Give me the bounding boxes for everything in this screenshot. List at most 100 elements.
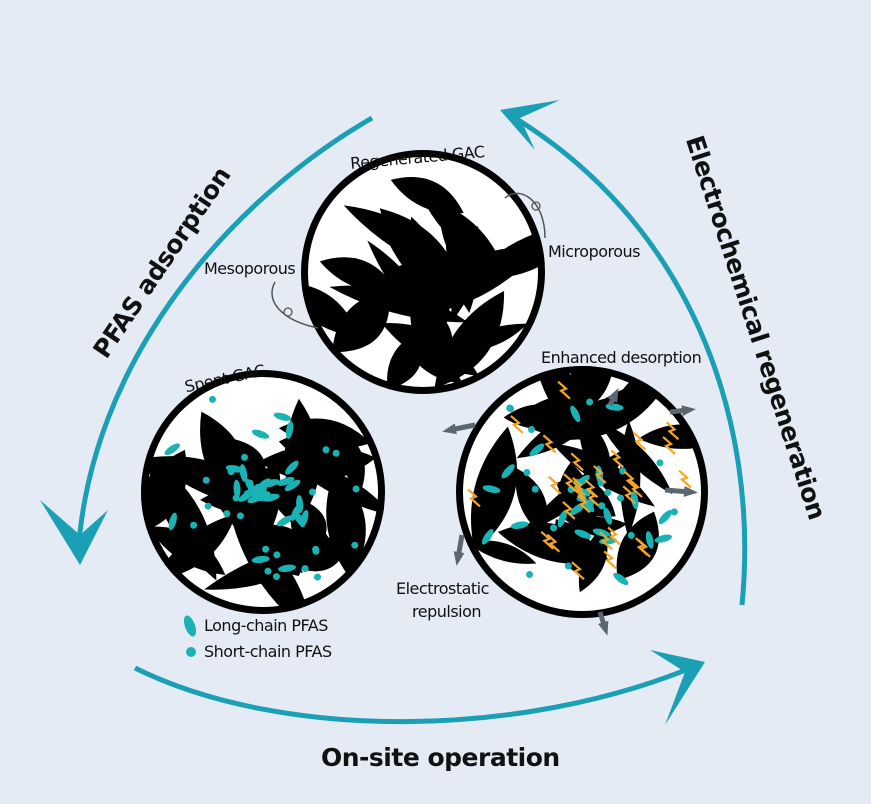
short-chain-pfas (656, 459, 664, 467)
lightning-icon (563, 473, 577, 492)
lightning-icon (577, 494, 591, 514)
carbon-fragment (467, 540, 537, 564)
desorption-arrowhead (607, 387, 619, 403)
short-chain-pfas (604, 489, 612, 497)
carbon-fragment (515, 468, 548, 537)
lightning-icon (467, 488, 481, 508)
long-chain-pfas-icon (183, 615, 197, 637)
lightning-icon (557, 380, 571, 400)
lightning-icon (572, 481, 587, 500)
lightning-icon (570, 452, 584, 472)
mesoporous-label: Mesoporous (204, 259, 296, 278)
long-chain-pfas (654, 534, 672, 543)
microporous-label: Microporous (548, 242, 641, 261)
long-chain-pfas (557, 510, 567, 528)
long-chain-pfas (285, 421, 294, 439)
long-chain-pfas (569, 503, 585, 516)
long-chain-pfas (278, 564, 296, 572)
long-chain-pfas (501, 464, 515, 479)
long-chain-pfas (251, 555, 270, 564)
long-chain-pfas (168, 512, 177, 531)
short-chain-pfas (617, 494, 625, 502)
short-chain-pfas (351, 541, 359, 549)
short-chain-pfas (314, 573, 322, 581)
short-chain-pfas (202, 476, 210, 484)
lightning-icon (562, 501, 576, 520)
lightning-icon (542, 434, 557, 454)
short-chain-pfas (262, 545, 270, 553)
lightning-icon (599, 531, 613, 551)
short-chain-pfas (301, 565, 309, 573)
lightning-icon (632, 431, 647, 451)
desorption-arrowhead (683, 486, 698, 497)
short-chain-pfas (272, 573, 280, 581)
long-chain-pfas (239, 464, 248, 482)
lightning-icon (637, 538, 651, 558)
carbon-fragment (367, 240, 446, 346)
carbon-fragment (434, 291, 505, 389)
short-chain-pfas (312, 545, 320, 553)
lightning-icon (622, 485, 636, 505)
long-chain-pfas (285, 460, 299, 475)
carbon-fragment (439, 186, 465, 269)
decorations (442, 387, 698, 636)
long-chain-pfas (284, 479, 301, 491)
short-chain-pfas (627, 531, 635, 539)
long-chain-pfas (570, 405, 581, 423)
lightning-icon (678, 469, 692, 489)
lightning-icon (571, 561, 585, 581)
desorption-arrowhead (442, 423, 457, 435)
adsorption-arrow (75, 115, 374, 556)
lightning-icon (585, 487, 600, 507)
short-chain-pfas (586, 398, 594, 406)
carbon-fragment (598, 421, 673, 495)
long-chain-pfas (251, 429, 270, 439)
carbon-fragment (423, 246, 528, 293)
desorption-arrowhead (598, 620, 609, 636)
long-chain-pfas (233, 479, 241, 498)
long-chain-pfas (482, 485, 501, 494)
short-chain-pfas (598, 502, 606, 510)
carbon-fragment (278, 433, 351, 465)
lightning-icon (610, 449, 625, 469)
short-chain-pfas (670, 508, 678, 516)
short-chain-pfas (227, 468, 235, 476)
carbon-fragment (407, 351, 463, 384)
short-chain-pfas (308, 488, 316, 496)
short-chain-pfas (322, 446, 330, 454)
short-chain-pfas (527, 426, 535, 434)
long-chain-pfas (277, 476, 295, 486)
short-chain-pfas (257, 487, 265, 495)
long-chain-pfas (273, 412, 292, 421)
legend-long-chain: Long-chain PFAS (204, 616, 328, 635)
long-chain-pfas (605, 403, 624, 411)
carbon-fragment (332, 290, 390, 353)
long-chain-pfas (603, 507, 613, 525)
long-chain-pfas (658, 510, 672, 525)
short-chain-pfas (204, 502, 212, 510)
lightning-icon (603, 550, 617, 570)
short-chain-pfas (531, 485, 539, 493)
short-chain-pfas (241, 453, 249, 461)
lightning-icon (546, 533, 561, 553)
short-chain-pfas (236, 512, 244, 520)
microporous-callout (504, 192, 546, 239)
legend-short-chain: Short-chain PFAS (204, 642, 332, 661)
short-chain-pfas (264, 567, 272, 575)
on-site-operation-label: On-site operation (321, 743, 560, 772)
carbon-fragment (204, 538, 341, 590)
long-chain-pfas (645, 531, 654, 549)
long-chain-pfas (510, 521, 529, 529)
short-chain-pfas (246, 479, 254, 487)
short-chain-pfas (208, 395, 216, 403)
carbon-fragment (426, 245, 544, 315)
short-chain-pfas-icon (186, 647, 196, 657)
adsorption-arrowhead (40, 500, 108, 565)
long-chain-pfas (613, 572, 629, 586)
mesoporous-callout (271, 281, 319, 329)
desorption-arrowhead (453, 551, 465, 566)
regeneration-arrowhead (500, 100, 560, 150)
short-chain-pfas (190, 521, 198, 529)
